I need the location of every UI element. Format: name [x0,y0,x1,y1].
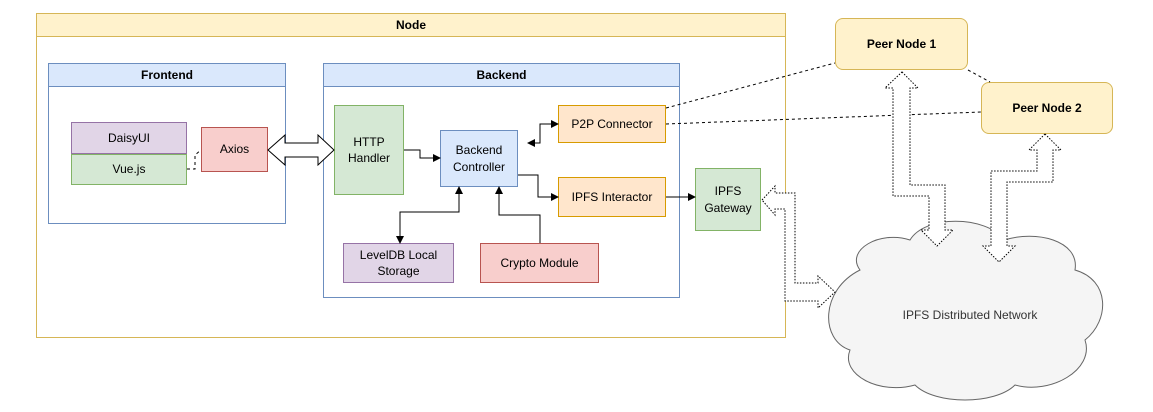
vuejs-box: Vue.js [71,154,187,185]
peer-node-2: Peer Node 2 [981,82,1113,134]
crypto-module-box: Crypto Module [480,243,599,283]
frontend-header: Frontend [48,63,286,87]
backend-controller-box: Backend Controller [440,130,518,187]
ipfs-gateway-label: IPFS Gateway [704,184,752,215]
http-handler-label: HTTP Handler [347,134,391,165]
node-header: Node [36,13,786,37]
daisyui-box: DaisyUI [71,122,187,154]
backend-header: Backend [323,63,680,87]
peer-node-1: Peer Node 1 [835,18,968,70]
leveldb-box: LevelDB Local Storage [343,243,454,283]
daisyui-label: DaisyUI [107,130,150,145]
backend-title: Backend [476,67,527,82]
axios-box: Axios [201,127,268,172]
p2p-connector-box: P2P Connector [558,105,666,143]
p2p-connector-label: P2P Connector [571,116,653,131]
axios-label: Axios [219,142,250,157]
ipfs-network-label: IPFS Distributed Network [902,307,1038,322]
vuejs-label: Vue.js [112,162,146,177]
ipfs-interactor-label: IPFS Interactor [571,189,653,204]
ipfs-gateway-box: IPFS Gateway [695,168,761,231]
leveldb-label: LevelDB Local Storage [359,247,438,278]
frontend-title: Frontend [141,67,193,82]
crypto-module-label: Crypto Module [500,255,579,270]
ipfs-network-label-wrap: IPFS Distributed Network [850,300,1090,330]
http-handler-box: HTTP Handler [334,105,404,195]
node-title: Node [396,17,426,32]
peer-node-1-label: Peer Node 1 [866,36,937,51]
backend-controller-label: Backend Controller [452,143,506,174]
peer-node-2-label: Peer Node 2 [1012,100,1082,115]
